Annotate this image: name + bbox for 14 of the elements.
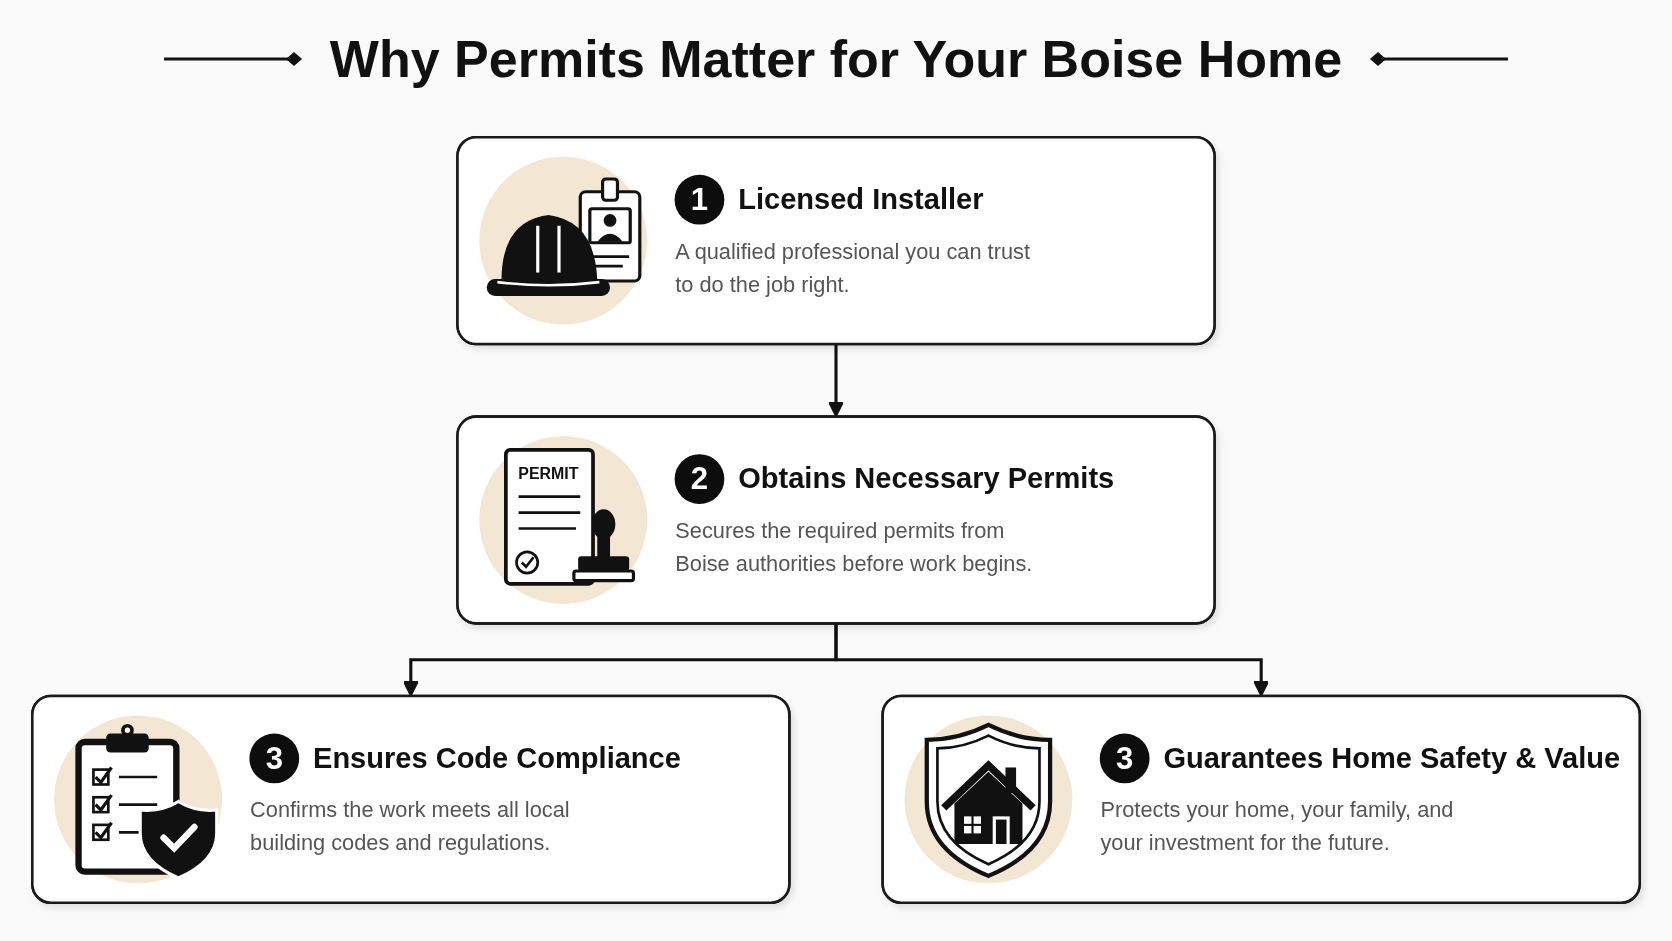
step-heading: Guarantees Home Safety & Value [1163,741,1621,774]
title: Why Permits Matter for Your Boise Home [329,29,1343,89]
step-heading: Obtains Necessary Permits [738,462,1115,495]
step-description: Confirms the work meets all local building codes and regulations. [250,797,571,857]
document-heading: PERMIT [518,464,579,482]
step-number: 3 [1116,740,1134,777]
step-heading: Ensures Code Compliance [313,741,681,774]
step-number: 2 [690,461,709,497]
step-description: Secures the required permits from Boise authorities before work begins. [675,517,1034,578]
step-heading: Licensed Installer [738,182,984,215]
step-description: Protects your home, your family, and your investment for the future. [1100,797,1455,857]
step-number: 1 [690,182,709,218]
step-number: 3 [265,740,283,777]
step-description: A qualified professional you can trust to do the job right. [675,238,1031,299]
